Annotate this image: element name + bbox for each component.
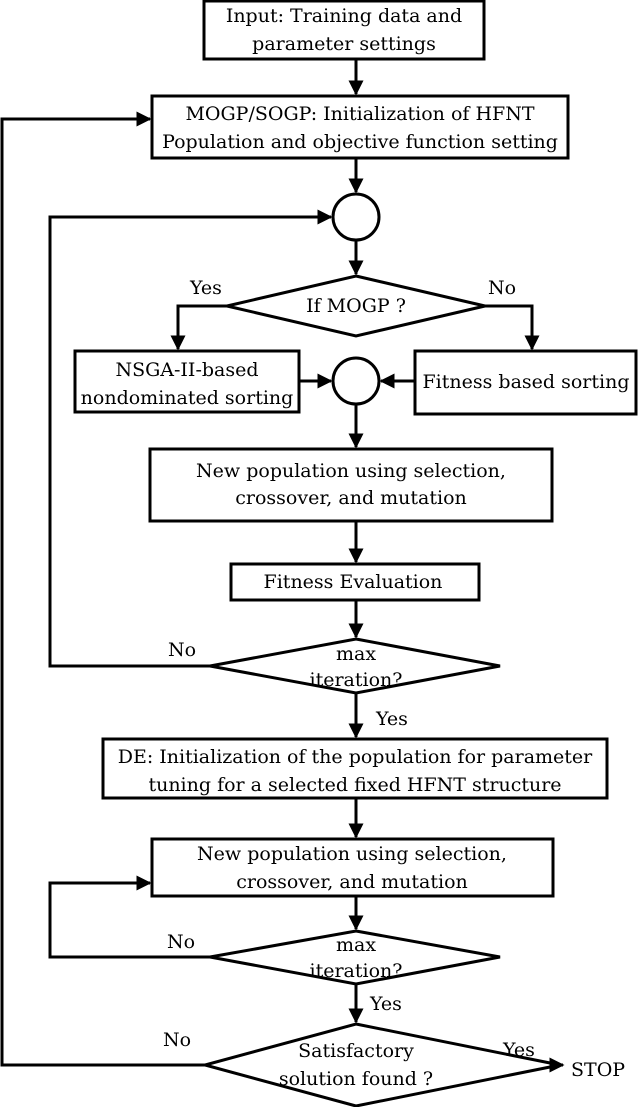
satisfactory-no-label: No [163,1029,191,1051]
de-box-line1: DE: Initialization of the population for… [118,746,593,768]
fitness-sort-label: Fitness based sorting [423,371,630,393]
new-population-2-line1: New population using selection, [197,843,507,865]
input-box-line2: parameter settings [252,33,436,55]
connector-mogp-no-to-fitness-sort [485,304,540,351]
fitness-evaluation-box [229,562,481,602]
connector-max-iter-1-no-loop [48,209,333,668]
connector-mogp-yes-to-nsga [170,304,227,351]
max-iter-2-line1: max [336,934,376,956]
mogp-no-label: No [488,277,516,299]
new-population-1-line2: crossover, and mutation [235,487,467,509]
satisfactory-line2: solution found ? [279,1068,433,1090]
max-iter-1-line2: iteration? [310,669,403,691]
nsga-box-line1: NSGA-II-based [115,359,258,381]
input-box [202,0,486,61]
junction-circle-mid [331,356,381,406]
input-box-line1: Input: Training data and [226,5,462,27]
mogp-decision-diamond [226,274,486,338]
max-iter-1-yes-label: Yes [375,708,408,730]
satisfactory-line1: Satisfactory [298,1040,414,1062]
nsga-box-line2: nondominated sorting [81,387,294,409]
init-box [150,94,570,160]
stop-label: STOP [571,1059,625,1081]
satisfactory-yes-label: Yes [502,1039,535,1061]
new-population-box-2 [150,837,555,898]
max-iter-2-yes-label: Yes [369,993,402,1015]
init-box-line1: MOGP/SOGP: Initialization of HFNT [185,103,534,125]
new-population-1-line1: New population using selection, [196,460,506,482]
mogp-yes-label: Yes [189,277,222,299]
max-iter-1-line1: max [336,643,376,665]
fitness-sort-box [413,349,638,416]
new-population-2-line2: crossover, and mutation [236,871,468,893]
junction-circle-top [331,192,381,242]
connector-satisfactory-no-loop [0,111,205,1067]
max-iter-1-no-label: No [168,639,196,661]
fitness-evaluation-label: Fitness Evaluation [264,571,443,593]
new-population-box-1 [148,447,554,523]
mogp-decision-label: If MOGP ? [306,295,406,317]
connector-max-iter-2-no-loop [48,875,210,959]
nsga-box [73,349,301,414]
max-iter-2-no-label: No [167,931,195,953]
de-box-line2: tuning for a selected fixed HFNT structu… [148,774,561,796]
max-iter-2-line2: iteration? [310,960,403,982]
satisfactory-decision [199,1022,561,1107]
init-box-line2: Population and objective function settin… [162,131,558,153]
